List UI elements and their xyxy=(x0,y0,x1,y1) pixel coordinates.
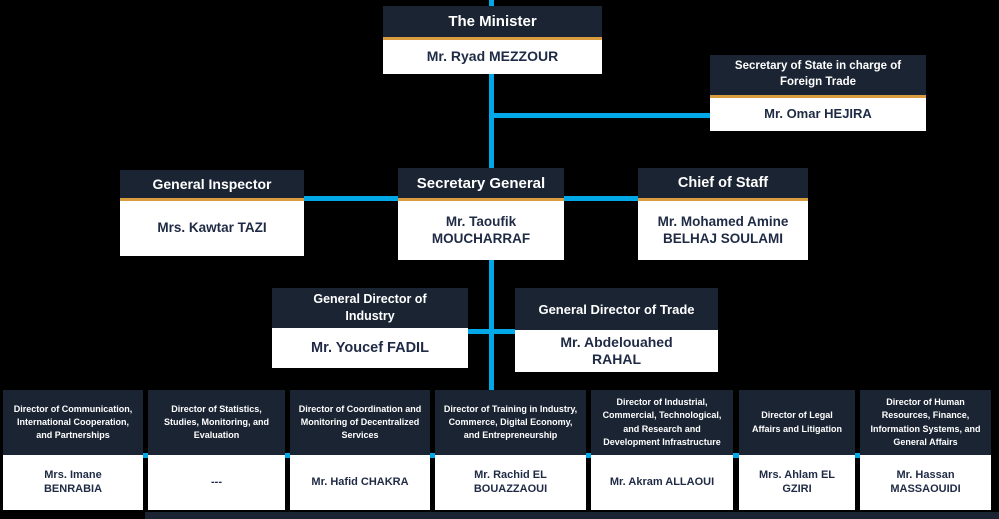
gold-accent-rule xyxy=(383,37,602,40)
connector-general-directors xyxy=(468,329,515,334)
node-title: Director of Training in Industry, Commer… xyxy=(435,390,586,455)
connector-secretary-general-down xyxy=(489,260,494,455)
node-name: Mr. Akram ALLAOUI xyxy=(591,455,733,510)
node-director-hr: Director of Human Resources, Finance, In… xyxy=(860,390,991,510)
node-general-inspector: General Inspector Mrs. Kawtar TAZI xyxy=(120,170,304,256)
node-name: --- xyxy=(148,455,285,510)
connector-top-stub xyxy=(489,0,494,6)
node-director-infrastructure: Director of Industrial, Commercial, Tech… xyxy=(591,390,733,510)
node-director-legal: Director of Legal Affairs and Litigation… xyxy=(739,390,855,510)
node-general-director-industry: General Director of Industry Mr. Youcef … xyxy=(272,288,468,368)
node-secretary-general: Secretary General Mr. Taoufik MOUCHARRAF xyxy=(398,168,564,260)
gold-accent-rule xyxy=(638,198,808,201)
node-name: Mr. Taoufik MOUCHARRAF xyxy=(398,201,564,260)
node-title: Director of Industrial, Commercial, Tech… xyxy=(591,390,733,455)
node-name: Mr. Mohamed Amine BELHAJ SOULAMI xyxy=(638,201,808,260)
node-secretary-of-state: Secretary of State in charge of Foreign … xyxy=(710,55,926,131)
node-director-communication: Director of Communication, International… xyxy=(3,390,143,510)
node-minister: The Minister Mr. Ryad MEZZOUR xyxy=(383,6,602,74)
node-name: Mr. Youcef FADIL xyxy=(272,328,468,368)
bottom-navy-strip xyxy=(145,512,999,519)
node-name: Mr. Ryad MEZZOUR xyxy=(383,40,602,74)
node-name: Mr. Abdelouahed RAHAL xyxy=(515,330,718,372)
node-name: Mr. Hassan MASSAOUIDI xyxy=(860,455,991,510)
node-title: Director of Coordination and Monitoring … xyxy=(290,390,430,455)
node-chief-of-staff: Chief of Staff Mr. Mohamed Amine BELHAJ … xyxy=(638,168,808,260)
node-name: Mr. Rachid EL BOUAZZAOUI xyxy=(435,455,586,510)
node-title: Director of Legal Affairs and Litigation xyxy=(739,390,855,455)
node-title: General Director of Trade xyxy=(515,288,718,330)
node-director-coordination: Director of Coordination and Monitoring … xyxy=(290,390,430,510)
node-title: Director of Human Resources, Finance, In… xyxy=(860,390,991,455)
connector-minister-to-secretary-general xyxy=(489,74,494,168)
node-title: Director of Statistics, Studies, Monitor… xyxy=(148,390,285,455)
node-name: Mr. Hafid CHAKRA xyxy=(290,455,430,510)
connector-branch-secretary-of-state xyxy=(489,113,710,118)
node-title: Director of Communication, International… xyxy=(3,390,143,455)
node-general-director-trade: General Director of Trade Mr. Abdelouahe… xyxy=(515,288,718,372)
node-title: General Director of Industry xyxy=(272,288,468,328)
connector-general-inspector xyxy=(304,196,398,201)
gold-accent-rule xyxy=(710,95,926,98)
node-name: Mrs. Ahlam EL GZIRI xyxy=(739,455,855,510)
node-title: Secretary of State in charge of Foreign … xyxy=(710,55,926,95)
node-director-training: Director of Training in Industry, Commer… xyxy=(435,390,586,510)
node-title: Chief of Staff xyxy=(638,168,808,198)
node-title: Secretary General xyxy=(398,168,564,198)
node-title: The Minister xyxy=(383,6,602,37)
node-director-statistics: Director of Statistics, Studies, Monitor… xyxy=(148,390,285,510)
gold-accent-rule xyxy=(398,198,564,201)
node-name: Mr. Omar HEJIRA xyxy=(710,98,926,131)
gold-accent-rule xyxy=(120,198,304,201)
node-title: General Inspector xyxy=(120,170,304,198)
node-name: Mrs. Kawtar TAZI xyxy=(120,201,304,256)
node-name: Mrs. Imane BENRABIA xyxy=(3,455,143,510)
connector-chief-of-staff xyxy=(564,196,638,201)
